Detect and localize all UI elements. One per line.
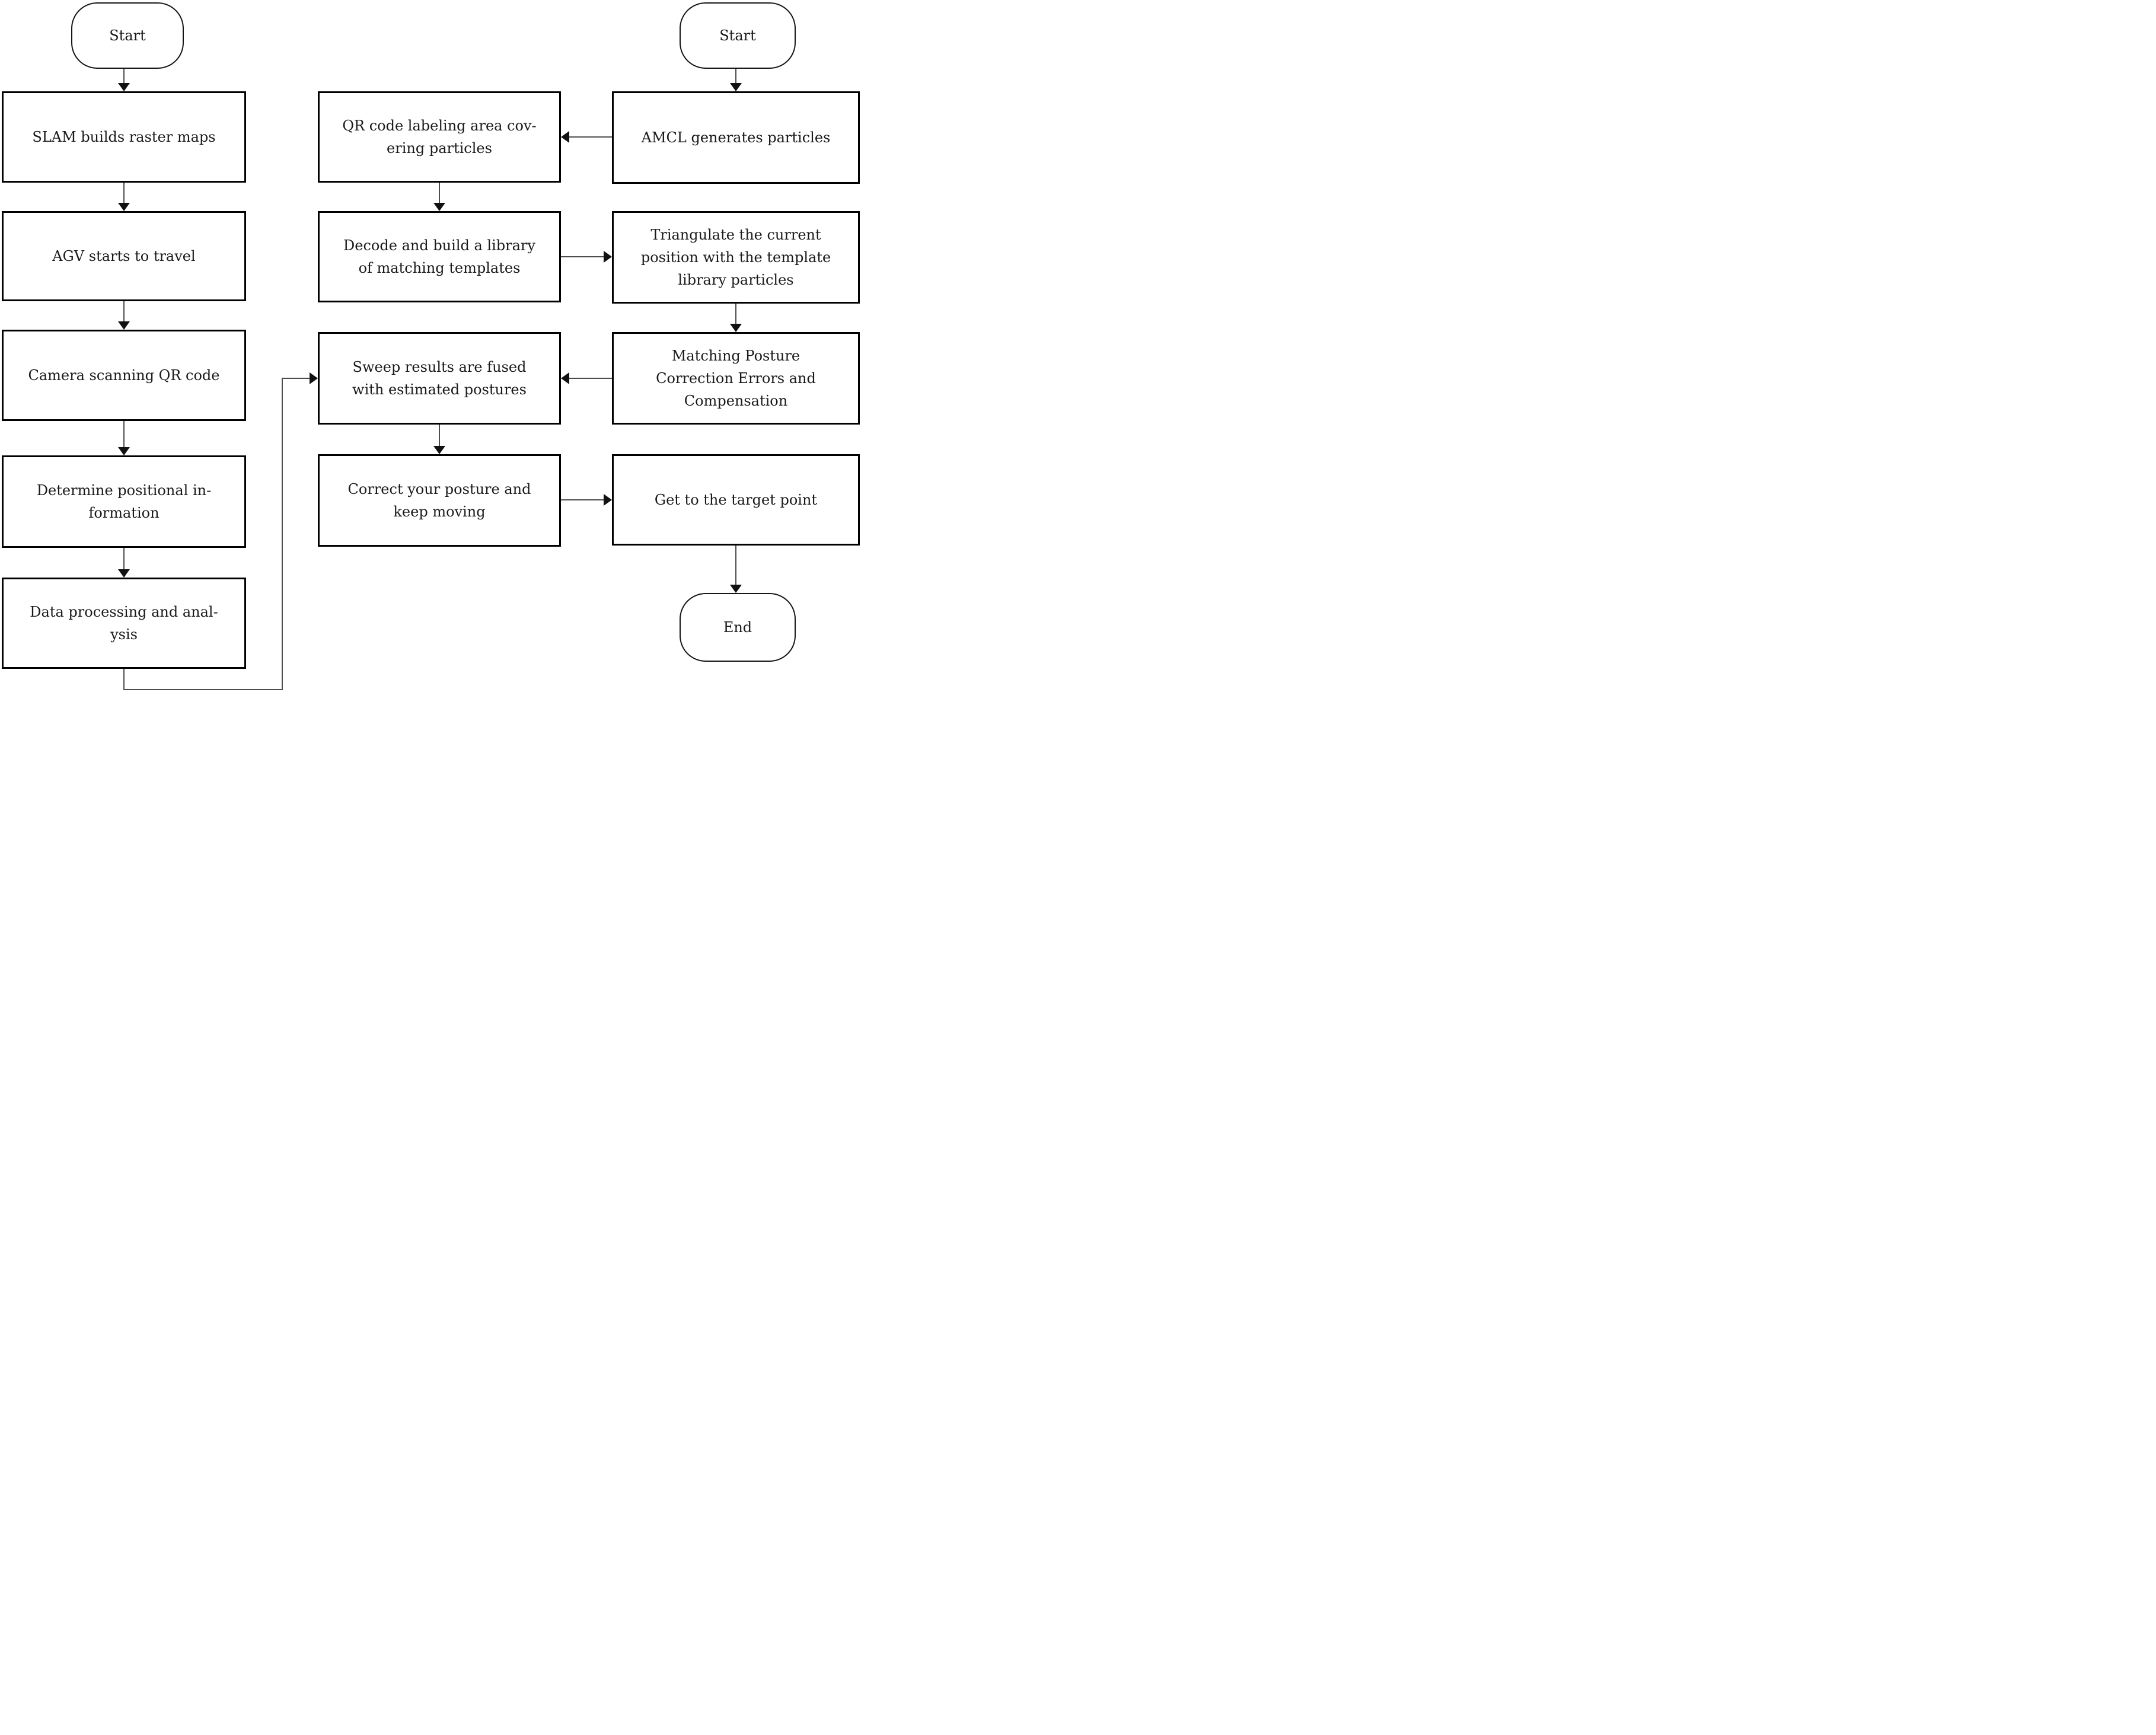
edge-sweep-correct-line (439, 425, 440, 447)
edge-correct-target-arrowhead (604, 494, 612, 506)
edge-data-sweep-segment-bottom (123, 689, 283, 690)
edge-amcl-qr-line (569, 136, 612, 138)
edge-determine-data-line (123, 548, 125, 570)
node-camera-scanning-qr-code: Camera scanning QR code (2, 330, 246, 421)
edge-qr-decode-arrowhead (433, 203, 445, 211)
node-label: Get to the target point (654, 492, 818, 508)
edge-decode-triangulate-line (561, 256, 604, 257)
edge-triangulate-matching-line (735, 304, 736, 325)
node-label: AMCL generates particles (641, 129, 831, 146)
node-decode-and-build-library: Decode and build a library of matching t… (318, 211, 561, 302)
flowchart: Start SLAM builds raster maps AGV starts… (0, 0, 866, 703)
edge-qr-decode-line (439, 183, 440, 204)
edge-startleft-slam-line (123, 69, 125, 84)
node-matching-posture-correction: Matching Posture Correction Errors and C… (612, 332, 860, 425)
edge-correct-target-line (561, 499, 604, 500)
node-label: Matching Posture Correction Errors and C… (656, 347, 816, 409)
edge-triangulate-matching-arrowhead (730, 324, 742, 332)
node-label: End (723, 619, 752, 636)
edge-determine-data-arrowhead (118, 569, 130, 578)
node-slam-builds-raster-maps: SLAM builds raster maps (2, 91, 246, 183)
edge-camera-determine-line (123, 421, 125, 448)
node-start-right: Start (680, 2, 796, 69)
node-label: Start (719, 27, 756, 44)
node-label: AGV starts to travel (52, 248, 196, 264)
edge-agv-camera-arrowhead (118, 321, 130, 330)
edge-slam-agv-line (123, 183, 125, 204)
node-label: Decode and build a library of matching t… (343, 237, 535, 276)
edge-target-end-line (735, 546, 736, 586)
node-correct-posture-keep-moving: Correct your posture and keep moving (318, 454, 561, 547)
edge-decode-triangulate-arrowhead (604, 251, 612, 263)
node-label: Triangulate the current position with th… (640, 227, 831, 288)
node-get-to-target-point: Get to the target point (612, 454, 860, 546)
node-label: Start (109, 27, 146, 44)
edge-target-end-arrowhead (730, 585, 742, 593)
edge-matching-sweep-arrowhead (561, 372, 569, 384)
edge-data-sweep-arrowhead (310, 372, 318, 384)
edge-agv-camera-line (123, 301, 125, 323)
node-sweep-results-fused: Sweep results are fused with estimated p… (318, 332, 561, 425)
node-label: Sweep results are fused with estimated p… (352, 359, 527, 398)
edge-camera-determine-arrowhead (118, 447, 130, 455)
node-end: End (680, 593, 796, 662)
edge-data-sweep-segment-up (282, 378, 283, 690)
node-data-processing-and-analysis: Data processing and anal- ysis (2, 578, 246, 669)
edge-slam-agv-arrowhead (118, 203, 130, 211)
node-amcl-generates-particles: AMCL generates particles (612, 91, 860, 184)
edge-startleft-slam-arrowhead (118, 83, 130, 91)
node-triangulate-current-position: Triangulate the current position with th… (612, 211, 860, 304)
node-start-left: Start (71, 2, 184, 69)
edge-startright-amcl-line (735, 69, 736, 84)
node-label: Determine positional in- formation (36, 482, 212, 521)
node-label: Data processing and anal- ysis (30, 604, 218, 643)
edge-matching-sweep-line (569, 378, 612, 379)
edge-startright-amcl-arrowhead (730, 83, 742, 91)
node-label: QR code labeling area cov- ering particl… (342, 117, 537, 157)
node-agv-starts-to-travel: AGV starts to travel (2, 211, 246, 301)
node-qr-code-labeling-area: QR code labeling area cov- ering particl… (318, 91, 561, 183)
node-label: SLAM builds raster maps (32, 129, 216, 145)
node-label: Correct your posture and keep moving (347, 481, 531, 520)
edge-data-sweep-segment-down (123, 669, 125, 690)
edge-sweep-correct-arrowhead (433, 446, 445, 454)
edge-amcl-qr-arrowhead (561, 131, 569, 143)
node-determine-positional-information: Determine positional in- formation (2, 455, 246, 548)
node-label: Camera scanning QR code (28, 367, 220, 384)
edge-data-sweep-segment-into (282, 378, 310, 379)
